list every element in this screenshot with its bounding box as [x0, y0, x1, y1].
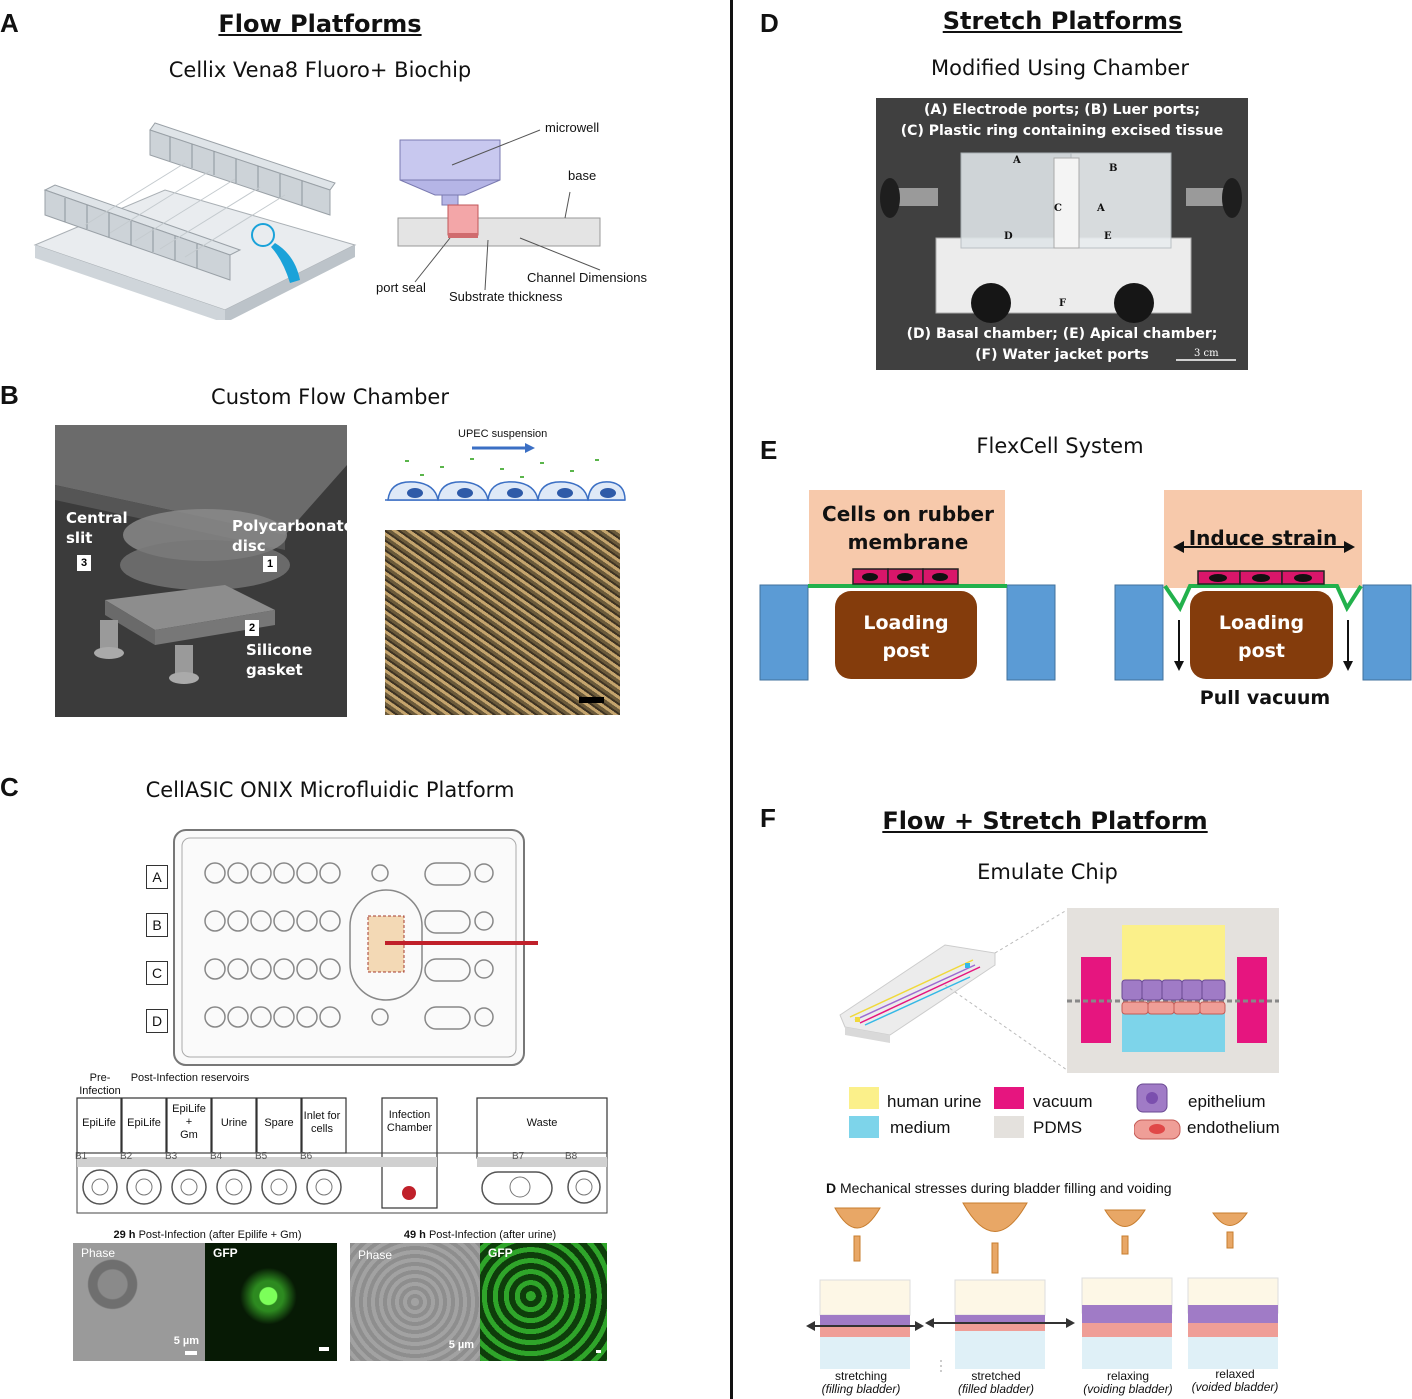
scale-3cm: 3 cm — [1194, 348, 1219, 359]
micro-right-title: 49 h Post-Infection (after urine) — [403, 1229, 557, 1241]
onix-plate-diagram — [173, 829, 538, 1066]
panel-letter-e: E — [760, 435, 778, 465]
well-b2: B2 — [120, 1151, 133, 1162]
well-b3: B3 — [165, 1151, 178, 1162]
panel-letter-f: F — [760, 803, 776, 833]
well-b4: B4 — [210, 1151, 223, 1162]
callout-3: 3 — [77, 555, 91, 571]
swatch-pdms — [994, 1116, 1024, 1138]
reservoir-label-3: EpiLife + Gm — [172, 1103, 206, 1141]
micro-left-title: 29 h Post-Infection (after Epilife + Gm) — [113, 1229, 302, 1241]
upec-cell-diagram — [385, 443, 626, 501]
photo-letter-f: F — [1059, 298, 1067, 309]
flow-platforms-heading: Flow Platforms — [218, 10, 422, 38]
bladder-stages-diagram — [806, 1202, 1279, 1373]
panel-letter-b: B — [0, 380, 19, 410]
reservoir-label-2: EpiLife — [127, 1117, 161, 1129]
flexcell-diagram — [759, 490, 1412, 681]
reservoir-label-6: Inlet for cells — [303, 1110, 341, 1135]
row-label-c: C — [146, 961, 168, 985]
reservoir-layout-diagram — [76, 1097, 608, 1214]
photo-letter-e: E — [1104, 231, 1112, 242]
pre-infection-label: Pre-Infection — [79, 1072, 121, 1097]
swatch-human-urine — [849, 1087, 879, 1109]
ussing-chamber-subtitle: Modified Using Chamber — [931, 56, 1189, 80]
stage-relaxing: relaxing(voiding bladder) — [1083, 1369, 1173, 1396]
induce-strain-label: Induce strain — [1188, 526, 1338, 550]
base-label: base — [568, 168, 597, 183]
scale-bar — [579, 697, 604, 703]
emulate-chip-diagram — [839, 908, 1279, 1073]
pull-vacuum-label: Pull vacuum — [1199, 687, 1331, 709]
panel-letter-d: D — [760, 8, 779, 38]
gfp-image-29h: GFP — [205, 1243, 337, 1361]
waste-label: Waste — [526, 1117, 558, 1129]
panel-letter-c: C — [0, 772, 19, 802]
swatch-vacuum — [994, 1087, 1024, 1109]
ussing-caption-top: (A) Electrode ports; (B) Luer ports;(C) … — [900, 102, 1224, 139]
legend-pdms: PDMS — [1033, 1118, 1083, 1137]
photo-letter-b: B — [1109, 163, 1118, 174]
substrate-thickness-label: Substrate thickness — [449, 289, 563, 304]
panel-divider — [730, 0, 733, 1399]
well-b8: B8 — [565, 1151, 578, 1162]
well-b5: B5 — [255, 1151, 268, 1162]
row-label-a: A — [146, 865, 168, 889]
gfp-image-49h: GFP — [480, 1243, 607, 1361]
cell-type-icons — [1134, 1083, 1181, 1140]
ussing-chamber-photo: (A) Electrode ports; (B) Luer ports;(C) … — [876, 98, 1248, 370]
stage-stretching: stretching(filling bladder) — [821, 1369, 901, 1396]
channel-dimensions-label: Channel Dimensions — [527, 270, 647, 285]
well-b6: B6 — [300, 1151, 313, 1162]
row-label-b: B — [146, 913, 168, 937]
callout-2: 2 — [245, 620, 259, 636]
cellix-subtitle: Cellix Vena8 Fluoro+ Biochip — [168, 58, 472, 82]
stage-relaxed: relaxed(voided bladder) — [1191, 1367, 1279, 1394]
custom-flow-subtitle: Custom Flow Chamber — [211, 385, 449, 409]
legend-vacuum: vacuum — [1033, 1092, 1093, 1111]
legend-human-urine: human urine — [887, 1092, 982, 1111]
flexcell-subtitle: FlexCell System — [976, 434, 1144, 458]
well-b7: B7 — [512, 1151, 525, 1162]
cellix-biochip-image — [33, 122, 357, 320]
upec-suspension-label: UPEC suspension — [458, 428, 548, 440]
mechanical-stresses-title: D Mechanical stresses during bladder fil… — [826, 1180, 1172, 1196]
well-b1: B1 — [75, 1151, 88, 1162]
photo-letter-d: D — [1004, 231, 1013, 242]
stage-stretched: stretched(filled bladder) — [957, 1369, 1035, 1396]
microwell-cross-section — [397, 129, 601, 291]
stretch-platforms-heading: Stretch Platforms — [942, 7, 1183, 35]
swatch-medium — [849, 1116, 879, 1138]
phase-image-49h: Phase 5 µm — [350, 1243, 480, 1361]
photo-letter-a2: A — [1097, 203, 1105, 214]
emulate-chip-subtitle: Emulate Chip — [977, 860, 1118, 884]
legend-medium: medium — [890, 1118, 951, 1137]
reservoir-label-1: EpiLife — [82, 1117, 116, 1129]
microwell-label: microwell — [545, 120, 600, 135]
post-infection-label: Post-Infection reservoirs — [130, 1072, 250, 1084]
row-label-d: D — [146, 1009, 168, 1033]
urothelial-cell-micrograph — [385, 530, 620, 715]
panel-letter-a: A — [0, 8, 19, 38]
flow-stretch-heading: Flow + Stretch Platform — [882, 807, 1208, 835]
photo-letter-a1: A — [1013, 155, 1021, 166]
callout-1: 1 — [263, 556, 277, 572]
cellasic-subtitle: CellASIC ONIX Microfluidic Platform — [145, 778, 515, 802]
ussing-caption-bottom: (D) Basal chamber; (E) Apical chamber;(F… — [906, 326, 1218, 363]
reservoir-label-4: Urine — [220, 1117, 248, 1129]
port-seal-label: port seal — [376, 280, 426, 295]
phase-image-29h: Phase 5 µm — [73, 1243, 205, 1361]
reservoir-label-5: Spare — [264, 1117, 294, 1129]
photo-letter-c: C — [1054, 203, 1062, 214]
legend-endothelium: endothelium — [1187, 1118, 1280, 1137]
legend-epithelium: epithelium — [1188, 1092, 1266, 1111]
